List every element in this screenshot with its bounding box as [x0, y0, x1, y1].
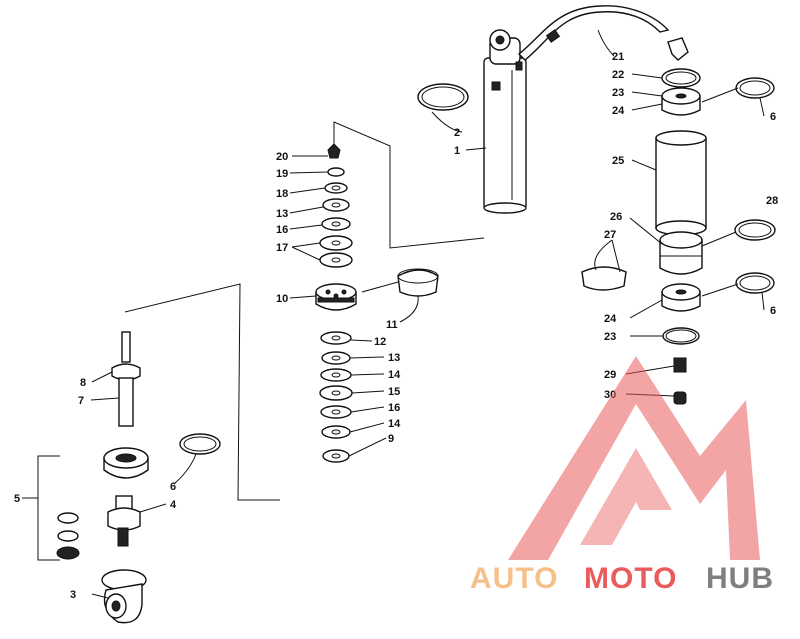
label-24-lower: 24 [604, 313, 617, 325]
label-12: 12 [374, 336, 386, 348]
label-22: 22 [612, 69, 624, 81]
automotohub-watermark: AUTO MOTO HUB [470, 356, 774, 595]
label-15: 15 [388, 386, 400, 398]
label-21: 21 [612, 51, 624, 63]
label-3: 3 [70, 589, 76, 601]
assembly-line-upper [333, 121, 485, 249]
label-17: 17 [276, 242, 288, 254]
label-6-left: 6 [170, 481, 176, 493]
label-18: 18 [276, 188, 288, 200]
label-28: 28 [766, 195, 778, 207]
hose-fitting [545, 29, 561, 43]
label-20: 20 [276, 151, 288, 163]
watermark-text-hub: HUB [706, 562, 774, 595]
reservoir-assembly [655, 68, 707, 405]
label-4: 4 [170, 499, 177, 511]
watermark-logo-inner [580, 448, 672, 545]
label-25: 25 [612, 155, 624, 167]
piston-band-27 [581, 266, 627, 291]
reservoir-hose [517, 5, 670, 61]
label-23-upper: 23 [612, 87, 624, 99]
label-24-upper: 24 [612, 105, 625, 117]
watermark-logo-triangle [508, 356, 760, 560]
hose-elbow [667, 37, 689, 61]
label-2: 2 [454, 127, 460, 139]
shock-body [483, 29, 527, 214]
label-13-upper: 13 [276, 208, 288, 220]
shaft-assembly [56, 331, 149, 624]
label-27: 27 [604, 229, 616, 241]
label-14-upper: 14 [388, 369, 401, 381]
label-10: 10 [276, 293, 288, 305]
piston-stack [315, 143, 357, 463]
label-1: 1 [454, 145, 460, 157]
label-16-upper: 16 [276, 224, 288, 236]
label-13-lower: 13 [388, 352, 400, 364]
leader-lines [22, 29, 765, 599]
label-26: 26 [610, 211, 622, 223]
label-29: 29 [604, 369, 616, 381]
label-8: 8 [80, 377, 86, 389]
label-19: 19 [276, 168, 288, 180]
label-6-right-lower: 6 [770, 305, 776, 317]
label-5: 5 [14, 493, 20, 505]
label-6-right-upper: 6 [770, 111, 776, 123]
callout-labels: 1 2 3 4 5 6 6 6 7 8 9 10 11 12 13 13 14 … [14, 51, 778, 601]
watermark-text-auto: AUTO [470, 562, 558, 595]
label-9: 9 [388, 433, 394, 445]
assembly-line-lower [124, 283, 280, 501]
label-7: 7 [78, 395, 84, 407]
label-11: 11 [386, 319, 398, 331]
retaining-ring [417, 83, 469, 111]
label-23-lower: 23 [604, 331, 616, 343]
label-16-lower: 16 [388, 402, 400, 414]
watermark-text-moto: MOTO [584, 562, 677, 595]
label-14-lower: 14 [388, 418, 401, 430]
